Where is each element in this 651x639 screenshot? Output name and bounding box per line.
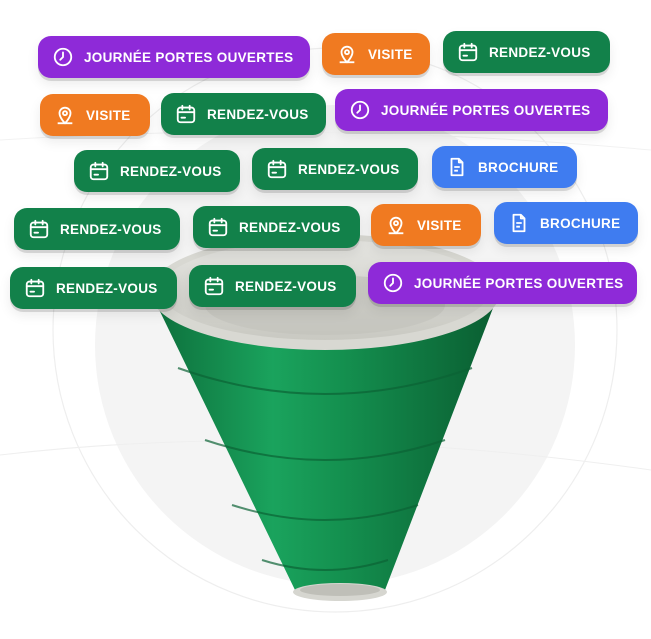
tag-label: BROCHURE bbox=[540, 215, 621, 231]
calendar-icon bbox=[24, 277, 46, 299]
calendar-icon bbox=[88, 160, 110, 182]
tag-visite: VISITE bbox=[40, 94, 150, 136]
tag-brochure: BROCHURE bbox=[494, 202, 638, 244]
tag-rendezvous: RENDEZ-VOUS bbox=[161, 93, 326, 135]
tag-label: JOURNÉE PORTES OUVERTES bbox=[414, 275, 624, 291]
calendar-icon bbox=[175, 103, 197, 125]
tag-label: RENDEZ-VOUS bbox=[207, 106, 309, 122]
tag-rendezvous: RENDEZ-VOUS bbox=[14, 208, 180, 250]
clock-icon bbox=[349, 99, 371, 121]
tag-label: RENDEZ-VOUS bbox=[56, 280, 158, 296]
tag-journee: JOURNÉE PORTES OUVERTES bbox=[368, 262, 637, 304]
tag-visite: VISITE bbox=[322, 33, 430, 75]
tag-rendezvous: RENDEZ-VOUS bbox=[443, 31, 610, 73]
tag-rendezvous: RENDEZ-VOUS bbox=[189, 265, 356, 307]
tag-brochure: BROCHURE bbox=[432, 146, 577, 188]
document-icon bbox=[446, 156, 468, 178]
tag-label: RENDEZ-VOUS bbox=[235, 278, 337, 294]
tag-rendezvous: RENDEZ-VOUS bbox=[193, 206, 360, 248]
clock-icon bbox=[52, 46, 74, 68]
clock-icon bbox=[382, 272, 404, 294]
tag-label: VISITE bbox=[86, 107, 131, 123]
tag-label: RENDEZ-VOUS bbox=[298, 161, 400, 177]
tag-label: VISITE bbox=[368, 46, 413, 62]
tag-label: RENDEZ-VOUS bbox=[120, 163, 222, 179]
funnel-body bbox=[152, 295, 498, 598]
calendar-icon bbox=[266, 158, 288, 180]
tag-label: JOURNÉE PORTES OUVERTES bbox=[381, 102, 591, 118]
calendar-icon bbox=[28, 218, 50, 240]
document-icon bbox=[508, 212, 530, 234]
tag-journee: JOURNÉE PORTES OUVERTES bbox=[38, 36, 310, 78]
tag-rendezvous: RENDEZ-VOUS bbox=[10, 267, 177, 309]
map-pin-icon bbox=[385, 214, 407, 236]
tag-journee: JOURNÉE PORTES OUVERTES bbox=[335, 89, 608, 131]
tag-label: VISITE bbox=[417, 217, 462, 233]
calendar-icon bbox=[203, 275, 225, 297]
map-pin-icon bbox=[336, 43, 358, 65]
tag-label: RENDEZ-VOUS bbox=[489, 44, 591, 60]
tag-rendezvous: RENDEZ-VOUS bbox=[252, 148, 418, 190]
tag-label: RENDEZ-VOUS bbox=[239, 219, 341, 235]
tag-label: JOURNÉE PORTES OUVERTES bbox=[84, 49, 294, 65]
calendar-icon bbox=[207, 216, 229, 238]
tag-label: RENDEZ-VOUS bbox=[60, 221, 162, 237]
calendar-icon bbox=[457, 41, 479, 63]
tag-label: BROCHURE bbox=[478, 159, 559, 175]
tag-rendezvous: RENDEZ-VOUS bbox=[74, 150, 240, 192]
map-pin-icon bbox=[54, 104, 76, 126]
tag-visite: VISITE bbox=[371, 204, 481, 246]
